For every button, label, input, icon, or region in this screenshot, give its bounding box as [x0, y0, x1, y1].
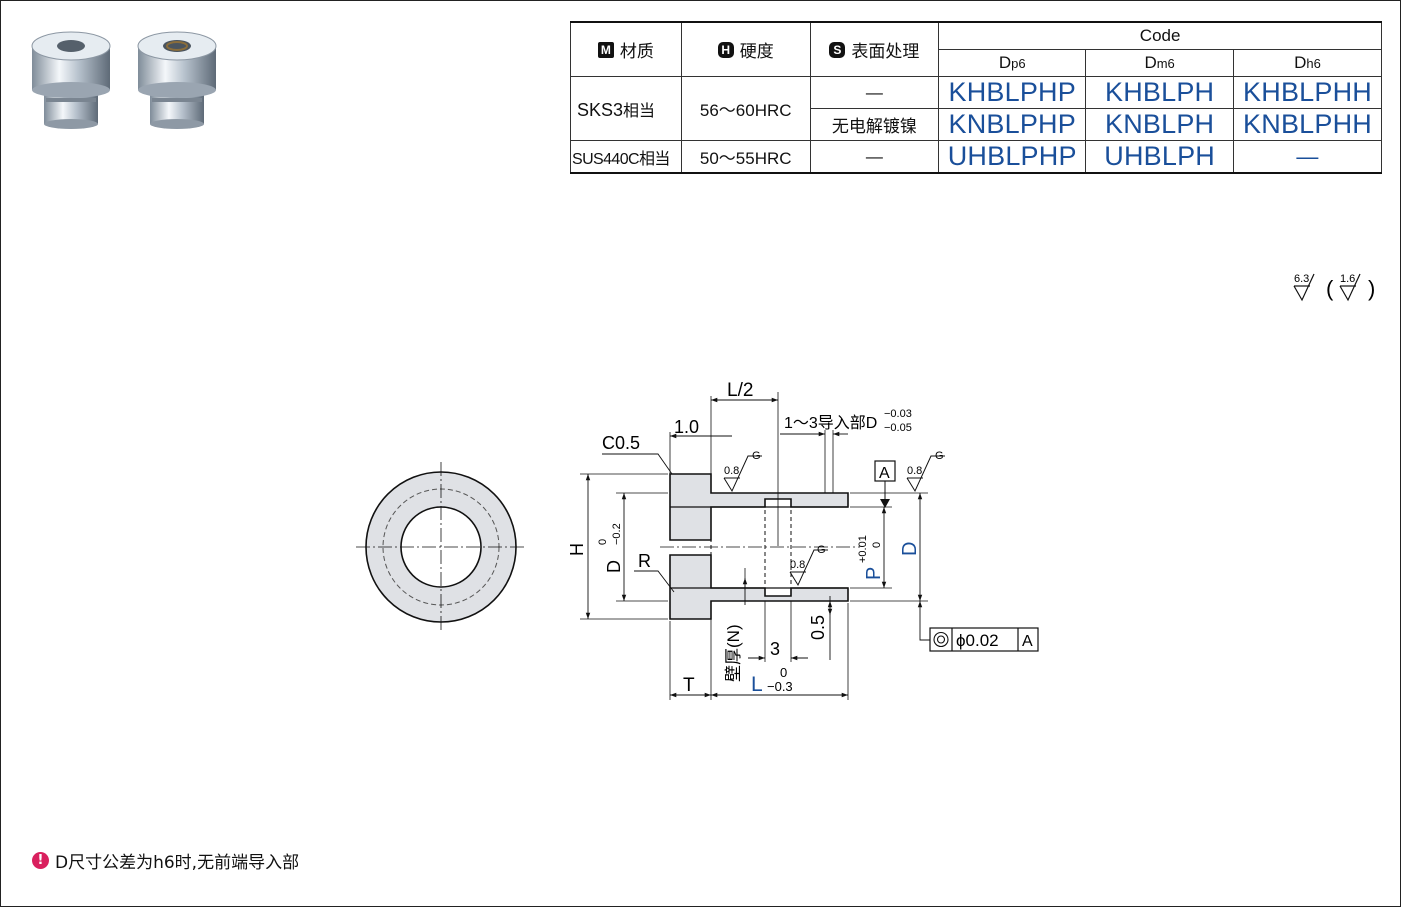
svg-text:0.8: 0.8	[907, 465, 922, 477]
svg-text:H: H	[567, 543, 587, 556]
end-view	[356, 462, 526, 632]
svg-text:0.8: 0.8	[724, 465, 739, 477]
code-khblphp: KHBLPHP	[938, 76, 1087, 109]
code-knblphh: KNBLPHH	[1233, 108, 1382, 141]
svg-text:P: P	[863, 567, 885, 580]
header-code-dm6: Dm6	[1085, 49, 1235, 77]
svg-text:): )	[1368, 276, 1375, 301]
svg-text:−0.2: −0.2	[611, 523, 623, 545]
code-khblph: KHBLPH	[1085, 76, 1235, 109]
header-code: Code	[938, 21, 1382, 50]
hardness-sus440c: 50～55HRC	[680, 140, 811, 174]
code-uhblph: UHBLPH	[1085, 140, 1235, 174]
svg-text:−0.03: −0.03	[884, 408, 912, 420]
svg-text:1.0: 1.0	[674, 417, 699, 437]
svg-text:1～3导入部D: 1～3导入部D	[784, 414, 877, 432]
product-photo-left	[31, 31, 111, 129]
svg-text:R: R	[638, 551, 651, 571]
warning-icon: !	[32, 852, 49, 869]
svg-text:0.5: 0.5	[808, 615, 828, 640]
svg-text:(: (	[1326, 276, 1334, 301]
product-photo-right	[137, 31, 217, 129]
svg-text:L: L	[751, 673, 763, 696]
svg-text:0: 0	[871, 542, 883, 548]
svg-text:壁厚(N): 壁厚(N)	[724, 624, 743, 682]
footnote-text: D尺寸公差为h6时,无前端导入部	[55, 853, 300, 873]
svg-text:6.3: 6.3	[1294, 273, 1309, 285]
svg-text:0: 0	[597, 539, 609, 545]
material-sks3: SKS3相当	[570, 76, 682, 141]
svg-text:D: D	[899, 542, 921, 556]
code-knblphp: KNBLPHP	[938, 108, 1087, 141]
code-none: —	[1233, 140, 1382, 174]
svg-text:D: D	[604, 560, 624, 573]
code-khblphh: KHBLPHH	[1233, 76, 1382, 109]
svg-text:+0.01: +0.01	[857, 535, 869, 563]
svg-text:L/2: L/2	[727, 380, 753, 401]
svg-text:A: A	[1022, 633, 1033, 650]
footnote: ! D尺寸公差为h6时,无前端导入部	[32, 848, 299, 873]
tolerance-frame: ϕ0.02 A	[929, 627, 1039, 652]
svg-text:3: 3	[770, 639, 780, 659]
technical-drawing: L/2 1.0 C0.5 1～3导入部D −0.03 −0.05 0.8 G A…	[356, 380, 1039, 700]
svg-text:T: T	[683, 675, 695, 696]
roughness-lower: 0.8 G	[789, 544, 828, 587]
material-sus440c: SUS440C相当	[570, 140, 682, 174]
svg-text:A: A	[879, 465, 890, 482]
svg-text:−0.3: −0.3	[767, 679, 793, 694]
svg-text:ϕ0.02: ϕ0.02	[956, 631, 999, 650]
code-uhblphp: UHBLPHP	[938, 140, 1087, 174]
surface-none-2: —	[809, 140, 940, 174]
header-code-dh6: Dh6	[1233, 49, 1382, 77]
surface-none: —	[809, 76, 940, 109]
roughness-upper: 0.8 G	[723, 450, 762, 493]
header-code-dp6: Dp6	[938, 49, 1087, 77]
svg-text:1.6: 1.6	[1340, 273, 1355, 285]
surface-nickel: 无电解镀镍	[809, 108, 940, 141]
hardness-sks3: 56～60HRC	[680, 76, 811, 141]
svg-text:−0.05: −0.05	[884, 422, 912, 434]
code-knblph: KNBLPH	[1085, 108, 1235, 141]
svg-text:0.8: 0.8	[790, 559, 805, 571]
svg-text:C0.5: C0.5	[602, 433, 640, 453]
svg-text:0: 0	[780, 665, 787, 680]
roughness-right: 0.8 G	[906, 450, 945, 493]
roughness-symbol: 6.3 ( 1.6 )	[1293, 273, 1375, 302]
